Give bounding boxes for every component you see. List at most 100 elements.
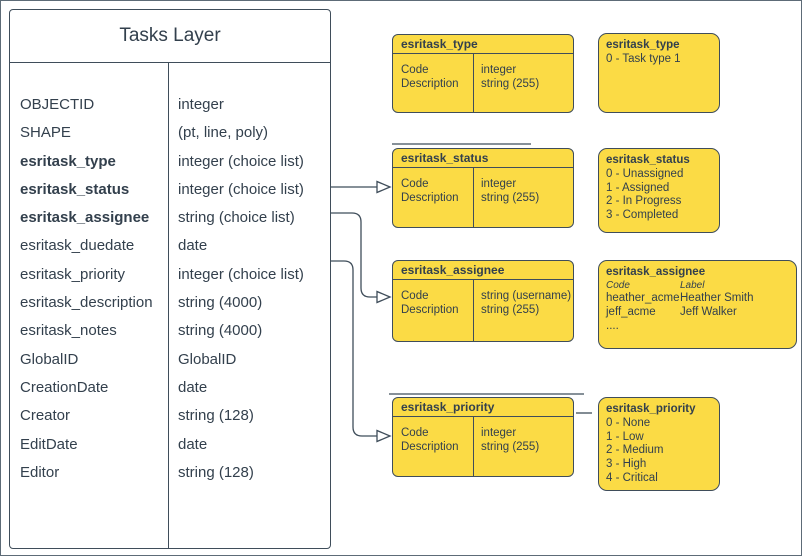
- domain-ellipsis: ....: [606, 319, 619, 332]
- field-name: esritask_description: [20, 294, 153, 312]
- field-table-title: esritask_assignee: [393, 261, 573, 280]
- field-row-esritask-description: esritask_description string (4000): [10, 289, 330, 317]
- field-name: Editor: [20, 463, 60, 481]
- field-name: Code: [401, 427, 429, 439]
- field-name: Description: [401, 441, 459, 453]
- field-name: Description: [401, 192, 459, 204]
- field-row-creator: Creator string (128): [10, 402, 330, 430]
- field-type: integer: [481, 64, 517, 76]
- field-row-objectid: OBJECTID integer: [10, 91, 330, 119]
- field-name: esritask_duedate: [20, 237, 135, 255]
- field-type: string (username): [481, 290, 572, 302]
- domain-title: esritask_type: [606, 39, 680, 51]
- field-type: string (4000): [178, 322, 263, 340]
- domain-title: esritask_status: [606, 154, 690, 166]
- field-table-title: esritask_status: [393, 149, 573, 168]
- field-type: integer: [481, 178, 517, 190]
- field-table-esritask-type: esritask_type Code Description integer s…: [392, 34, 574, 113]
- field-name: Description: [401, 78, 459, 90]
- field-name: esritask_type: [20, 152, 116, 170]
- field-table-esritask-status: esritask_status Code Description integer…: [392, 148, 574, 228]
- arrowhead-assignee: [376, 290, 392, 304]
- domain-values-esritask-priority: esritask_priority 0 - None 1 - Low 2 - M…: [598, 397, 720, 491]
- field-type: string (255): [481, 441, 540, 453]
- field-row-esritask-assignee: esritask_assignee string (choice list): [10, 204, 330, 232]
- domain-value: 0 - None: [606, 416, 651, 429]
- field-type: string (128): [178, 407, 254, 425]
- field-type: string (255): [481, 78, 540, 90]
- field-name: Code: [401, 64, 429, 76]
- field-row-creationdate: CreationDate date: [10, 374, 330, 402]
- field-table-title: esritask_priority: [393, 398, 573, 417]
- connector-priority: [331, 260, 377, 437]
- field-name: esritask_assignee: [20, 209, 150, 227]
- field-row-globalid: GlobalID GlobalID: [10, 346, 330, 374]
- domain-column-headers: Code Label: [606, 280, 792, 293]
- field-row-esritask-priority: esritask_priority integer (choice list): [10, 261, 330, 289]
- domain-title: esritask_priority: [606, 403, 696, 415]
- arrowhead-status: [376, 180, 392, 194]
- field-row-editor: Editor string (128): [10, 459, 330, 487]
- field-row-esritask-notes: esritask_notes string (4000): [10, 317, 330, 345]
- field-type: date: [178, 378, 208, 396]
- entry-code: jeff_acme: [606, 306, 656, 319]
- field-table-esritask-assignee: esritask_assignee Code Description strin…: [392, 260, 574, 342]
- field-name: esritask_priority: [20, 265, 126, 283]
- field-row-esritask-type: esritask_type integer (choice list): [10, 148, 330, 176]
- domain-value: 0 - Task type 1: [606, 52, 681, 65]
- field-name: Creator: [20, 407, 71, 425]
- domain-value: 4 - Critical: [606, 471, 658, 484]
- entry-label: Jeff Walker: [680, 306, 737, 319]
- domain-value: 2 - In Progress: [606, 195, 682, 208]
- column-divider: [168, 63, 169, 548]
- domain-value: 3 - Completed: [606, 209, 679, 222]
- domain-entry: heather_acme Heather Smith: [606, 292, 792, 306]
- domain-value: 1 - Assigned: [606, 181, 670, 194]
- connector-assignee: [331, 212, 377, 298]
- field-name: EditDate: [20, 435, 78, 453]
- field-name: Code: [401, 290, 429, 302]
- field-name: CreationDate: [20, 378, 109, 396]
- tasks-layer-title: Tasks Layer: [10, 10, 330, 63]
- domain-value: 3 - High: [606, 458, 647, 471]
- field-type: integer: [178, 96, 224, 113]
- field-name: Description: [401, 304, 459, 316]
- field-name: esritask_notes: [20, 322, 117, 340]
- field-name: Code: [401, 178, 429, 190]
- field-type: integer (choice list): [178, 265, 304, 283]
- field-type: integer (choice list): [178, 152, 304, 170]
- field-type: date: [178, 237, 208, 255]
- field-row-esritask-duedate: esritask_duedate date: [10, 232, 330, 260]
- entry-code: heather_acme: [606, 292, 680, 305]
- domain-values-esritask-type: esritask_type 0 - Task type 1: [598, 33, 720, 113]
- domain-values-esritask-assignee: esritask_assignee Code Label heather_acm…: [598, 260, 797, 349]
- field-type: string (128): [178, 463, 254, 481]
- domain-entry: jeff_acme Jeff Walker: [606, 306, 792, 320]
- code-column-header: Code: [606, 279, 630, 291]
- arrowhead-priority: [376, 429, 392, 443]
- field-type: integer: [481, 427, 517, 439]
- field-type: string (255): [481, 192, 540, 204]
- field-type: integer (choice list): [178, 180, 304, 198]
- field-type: string (255): [481, 304, 540, 316]
- field-name: SHAPE: [20, 124, 71, 142]
- field-type: (pt, line, poly): [178, 124, 269, 142]
- domain-value: 1 - Low: [606, 430, 644, 443]
- domain-title: esritask_assignee: [606, 266, 706, 278]
- field-name: OBJECTID: [20, 96, 95, 113]
- field-name: GlobalID: [20, 350, 79, 368]
- field-type: string (4000): [178, 294, 263, 312]
- field-table-esritask-priority: esritask_priority Code Description integ…: [392, 397, 574, 477]
- domain-value: 2 - Medium: [606, 444, 664, 457]
- tasks-layer-table: Tasks Layer OBJECTID integer SHAPE (pt, li…: [9, 9, 331, 549]
- domain-values-esritask-status: esritask_status 0 - Unassigned 1 - Assig…: [598, 148, 720, 233]
- field-type: GlobalID: [178, 350, 237, 368]
- field-name: esritask_status: [20, 180, 130, 198]
- field-row-shape: SHAPE (pt, line, poly): [10, 119, 330, 147]
- label-column-header: Label: [680, 279, 705, 291]
- tasks-layer-body: OBJECTID integer SHAPE (pt, line, poly) es…: [10, 63, 330, 548]
- entry-label: Heather Smith: [680, 292, 754, 305]
- field-type: string (choice list): [178, 209, 295, 227]
